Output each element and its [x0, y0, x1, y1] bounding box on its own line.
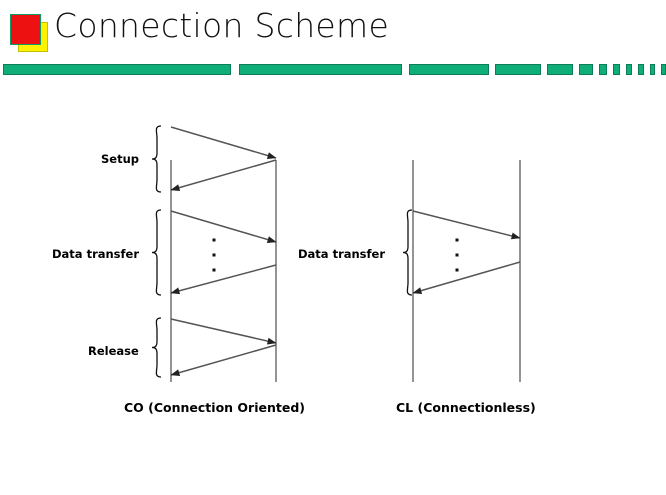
cl-dot-2 — [455, 268, 459, 272]
divider-dash-2 — [409, 64, 489, 75]
co-brace-2 — [151, 317, 162, 378]
cl-arrow-0-0 — [412, 210, 521, 240]
cl-dot-0 — [455, 238, 459, 242]
co-dot-2 — [212, 268, 216, 272]
divider-dash-4 — [547, 64, 573, 75]
red-yellow-squares-logo — [10, 14, 48, 52]
co-caption: CO (Connection Oriented) — [124, 400, 305, 415]
cl-brace-0 — [402, 209, 413, 296]
co-dot-1 — [212, 253, 216, 257]
co-arrow-1-0 — [170, 210, 277, 243]
logo-red-square — [10, 14, 41, 45]
cl-caption: CL (Connectionless) — [396, 400, 536, 415]
divider-dash-8 — [626, 64, 632, 75]
divider-rule — [0, 64, 666, 76]
slide-header: Connection Scheme — [0, 0, 666, 80]
divider-dash-5 — [579, 64, 593, 75]
page-title: Connection Scheme — [54, 6, 390, 45]
co-brace-0 — [151, 125, 162, 193]
co-arrow-2-0 — [170, 318, 277, 345]
divider-dash-3 — [495, 64, 541, 75]
divider-dash-0 — [3, 64, 231, 75]
divider-dash-7 — [613, 64, 620, 75]
co-section-label-0: Setup — [101, 152, 139, 166]
co-arrow-0-0 — [170, 126, 277, 159]
co-arrow-0-1 — [170, 159, 277, 192]
cl-section-label-0: Data transfer — [298, 247, 386, 261]
divider-dash-10 — [650, 64, 655, 75]
co-dot-0 — [212, 238, 216, 242]
co-brace-1 — [151, 209, 162, 296]
divider-dash-6 — [599, 64, 607, 75]
co-arrow-1-1 — [170, 264, 277, 295]
divider-dash-9 — [638, 64, 644, 75]
divider-dash-1 — [239, 64, 402, 75]
co-section-label-2: Release — [88, 344, 139, 358]
cl-arrow-0-1 — [412, 261, 521, 294]
divider-dash-11 — [661, 64, 666, 75]
cl-dot-1 — [455, 253, 459, 257]
co-section-label-1: Data transfer — [52, 247, 140, 261]
diagram-svg — [151, 125, 521, 382]
co-arrow-2-1 — [170, 344, 277, 377]
